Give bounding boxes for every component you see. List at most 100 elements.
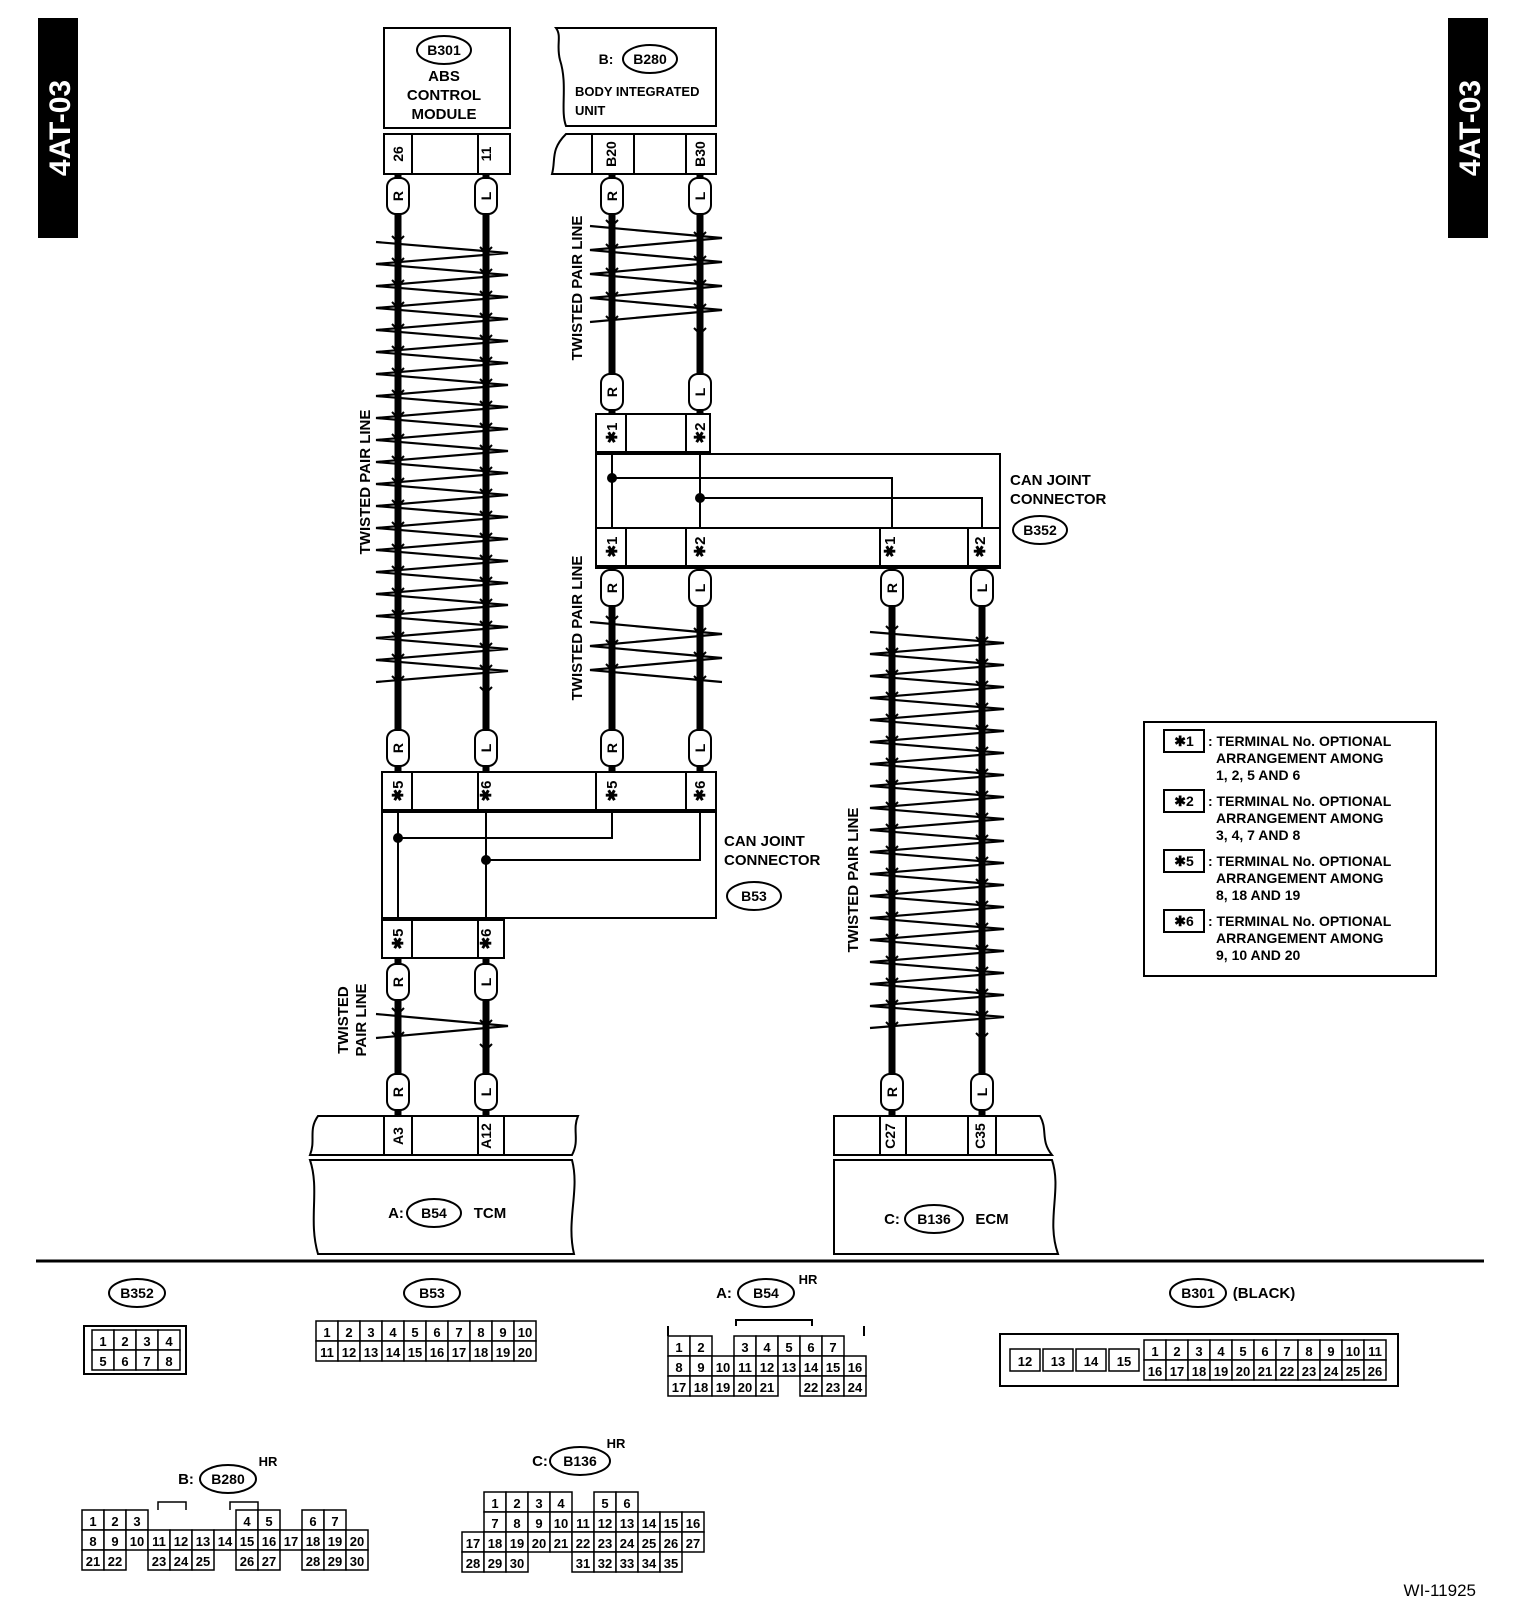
b53-face-pin: 19 xyxy=(496,1345,510,1360)
b280-face-pin: 4 xyxy=(243,1514,251,1529)
b352-face-pin: 3 xyxy=(143,1334,150,1349)
wire-color-tag xyxy=(688,569,712,607)
body-prefix: B: xyxy=(599,51,614,67)
b352-lower-pin-1: ✱1 xyxy=(604,537,621,558)
b301-face-pin: 22 xyxy=(1280,1364,1294,1379)
b301-face-left-cell xyxy=(1042,1348,1074,1372)
b54-face-pin: 23 xyxy=(826,1380,840,1395)
wire-color-letter: R xyxy=(884,583,900,593)
twist-tick xyxy=(479,598,493,607)
twist-tick xyxy=(391,565,405,574)
b136-face-pin: 4 xyxy=(557,1496,565,1511)
b136-face-pin: 31 xyxy=(576,1556,590,1571)
twist-tick xyxy=(605,615,619,624)
b54-face-pin: 9 xyxy=(697,1360,704,1375)
twist-tick xyxy=(391,653,405,662)
b352-face-pin: 1 xyxy=(99,1334,106,1349)
twist-tick xyxy=(975,878,989,887)
b136-face-pin: 9 xyxy=(535,1516,542,1531)
b280-face-pin: 24 xyxy=(174,1554,189,1569)
twist-tick xyxy=(391,301,405,310)
b352-lower-pin-4: ✱2 xyxy=(972,537,989,558)
b54-face-pin: 14 xyxy=(804,1360,819,1375)
twist-tick xyxy=(479,532,493,541)
b54-face-pin: 12 xyxy=(760,1360,774,1375)
wire-color-tag xyxy=(970,569,994,607)
twist-tick xyxy=(479,576,493,585)
abs-connector-oval xyxy=(416,35,472,65)
tcm-pin-a3: A3 xyxy=(390,1127,406,1145)
ecm-pin-c27: C27 xyxy=(882,1123,898,1149)
b54-face-pin: 4 xyxy=(763,1340,771,1355)
b280-face-pin: 1 xyxy=(89,1514,96,1529)
abs-name-line-3: MODULE xyxy=(412,106,477,123)
wire-color-tag xyxy=(474,1073,498,1111)
wire-color-letter: R xyxy=(604,743,620,753)
legend-line: ARRANGEMENT AMONG xyxy=(1216,810,1384,826)
b280-face-pin: 17 xyxy=(284,1534,298,1549)
abs-pin-26: 26 xyxy=(390,146,406,162)
twist-tick xyxy=(885,977,899,986)
legend-line: : TERMINAL No. OPTIONAL xyxy=(1208,733,1392,749)
b54-face-pin: 17 xyxy=(672,1380,686,1395)
b136-face-prefix: C: xyxy=(532,1453,548,1470)
b136-face-pin: 13 xyxy=(620,1516,634,1531)
b136-face-pin: 10 xyxy=(554,1516,568,1531)
wire-color-letter: R xyxy=(390,191,406,201)
twist-tick xyxy=(885,999,899,1008)
b53-connector-label: B53 xyxy=(741,888,767,904)
ecm-pin-c35: C35 xyxy=(972,1123,988,1149)
twist-tick xyxy=(479,444,493,453)
twisted-pair-segments xyxy=(375,219,1005,1052)
twist-tick xyxy=(391,279,405,288)
b136-face-sup: HR xyxy=(607,1436,626,1451)
wire-color-tag xyxy=(474,177,498,215)
b53-face-pin: 6 xyxy=(433,1325,440,1340)
twist-tick xyxy=(605,291,619,300)
b53-face-pin: 14 xyxy=(386,1345,401,1360)
twist-tick xyxy=(605,267,619,276)
twist-ecm xyxy=(869,630,1005,1030)
b54-face-pin: 20 xyxy=(738,1380,752,1395)
b280-face-pin: 13 xyxy=(196,1534,210,1549)
b136-face-pin: 17 xyxy=(466,1536,480,1551)
twist-tick xyxy=(479,554,493,563)
twist-tick xyxy=(479,312,493,321)
tcm-name: TCM xyxy=(474,1205,507,1222)
b54-face-housing xyxy=(667,1319,865,1336)
legend-key: ✱5 xyxy=(1174,853,1194,869)
twist-tick xyxy=(479,356,493,365)
b54-face-pin: 2 xyxy=(697,1340,704,1355)
b136-face-pin: 32 xyxy=(598,1556,612,1571)
b54-face-pin: 16 xyxy=(848,1360,862,1375)
wire-color-tag xyxy=(880,569,904,607)
body-integrated-unit: B: B280 BODY INTEGRATED UNIT B20 B30 xyxy=(550,27,717,175)
b280-face-cell xyxy=(345,1549,369,1571)
b280-face-cell xyxy=(257,1549,281,1571)
b280-face-pin: 21 xyxy=(86,1554,100,1569)
b53-upper-pins xyxy=(381,771,717,811)
b301-face-pin: 23 xyxy=(1302,1364,1316,1379)
twist-tick xyxy=(975,746,989,755)
b53-upper-pin-1: ✱5 xyxy=(390,781,407,802)
wire-color-letter: L xyxy=(478,743,494,752)
twist-tick xyxy=(975,768,989,777)
b136-face-pin: 12 xyxy=(598,1516,612,1531)
twisted-label-body: TWISTED PAIR LINE xyxy=(569,216,586,361)
connector-oval xyxy=(1169,1278,1227,1308)
b53-face-pin: 1 xyxy=(323,1325,330,1340)
b301-face-pin: 7 xyxy=(1283,1344,1290,1359)
b136-face-pin: 27 xyxy=(686,1536,700,1551)
twist-tick xyxy=(693,327,707,336)
twist-tick xyxy=(885,933,899,942)
twist-tick xyxy=(975,944,989,953)
b352-face-pin: 2 xyxy=(121,1334,128,1349)
twist-tick xyxy=(391,257,405,266)
b53-face-pin: 13 xyxy=(364,1345,378,1360)
b280-face-pin: 7 xyxy=(331,1514,338,1529)
b301-face-pin: 6 xyxy=(1261,1344,1268,1359)
b301-face-cell xyxy=(1363,1359,1387,1381)
b136-face-pin: 33 xyxy=(620,1556,634,1571)
twist-tick xyxy=(391,543,405,552)
b53-face-pin: 20 xyxy=(518,1345,532,1360)
